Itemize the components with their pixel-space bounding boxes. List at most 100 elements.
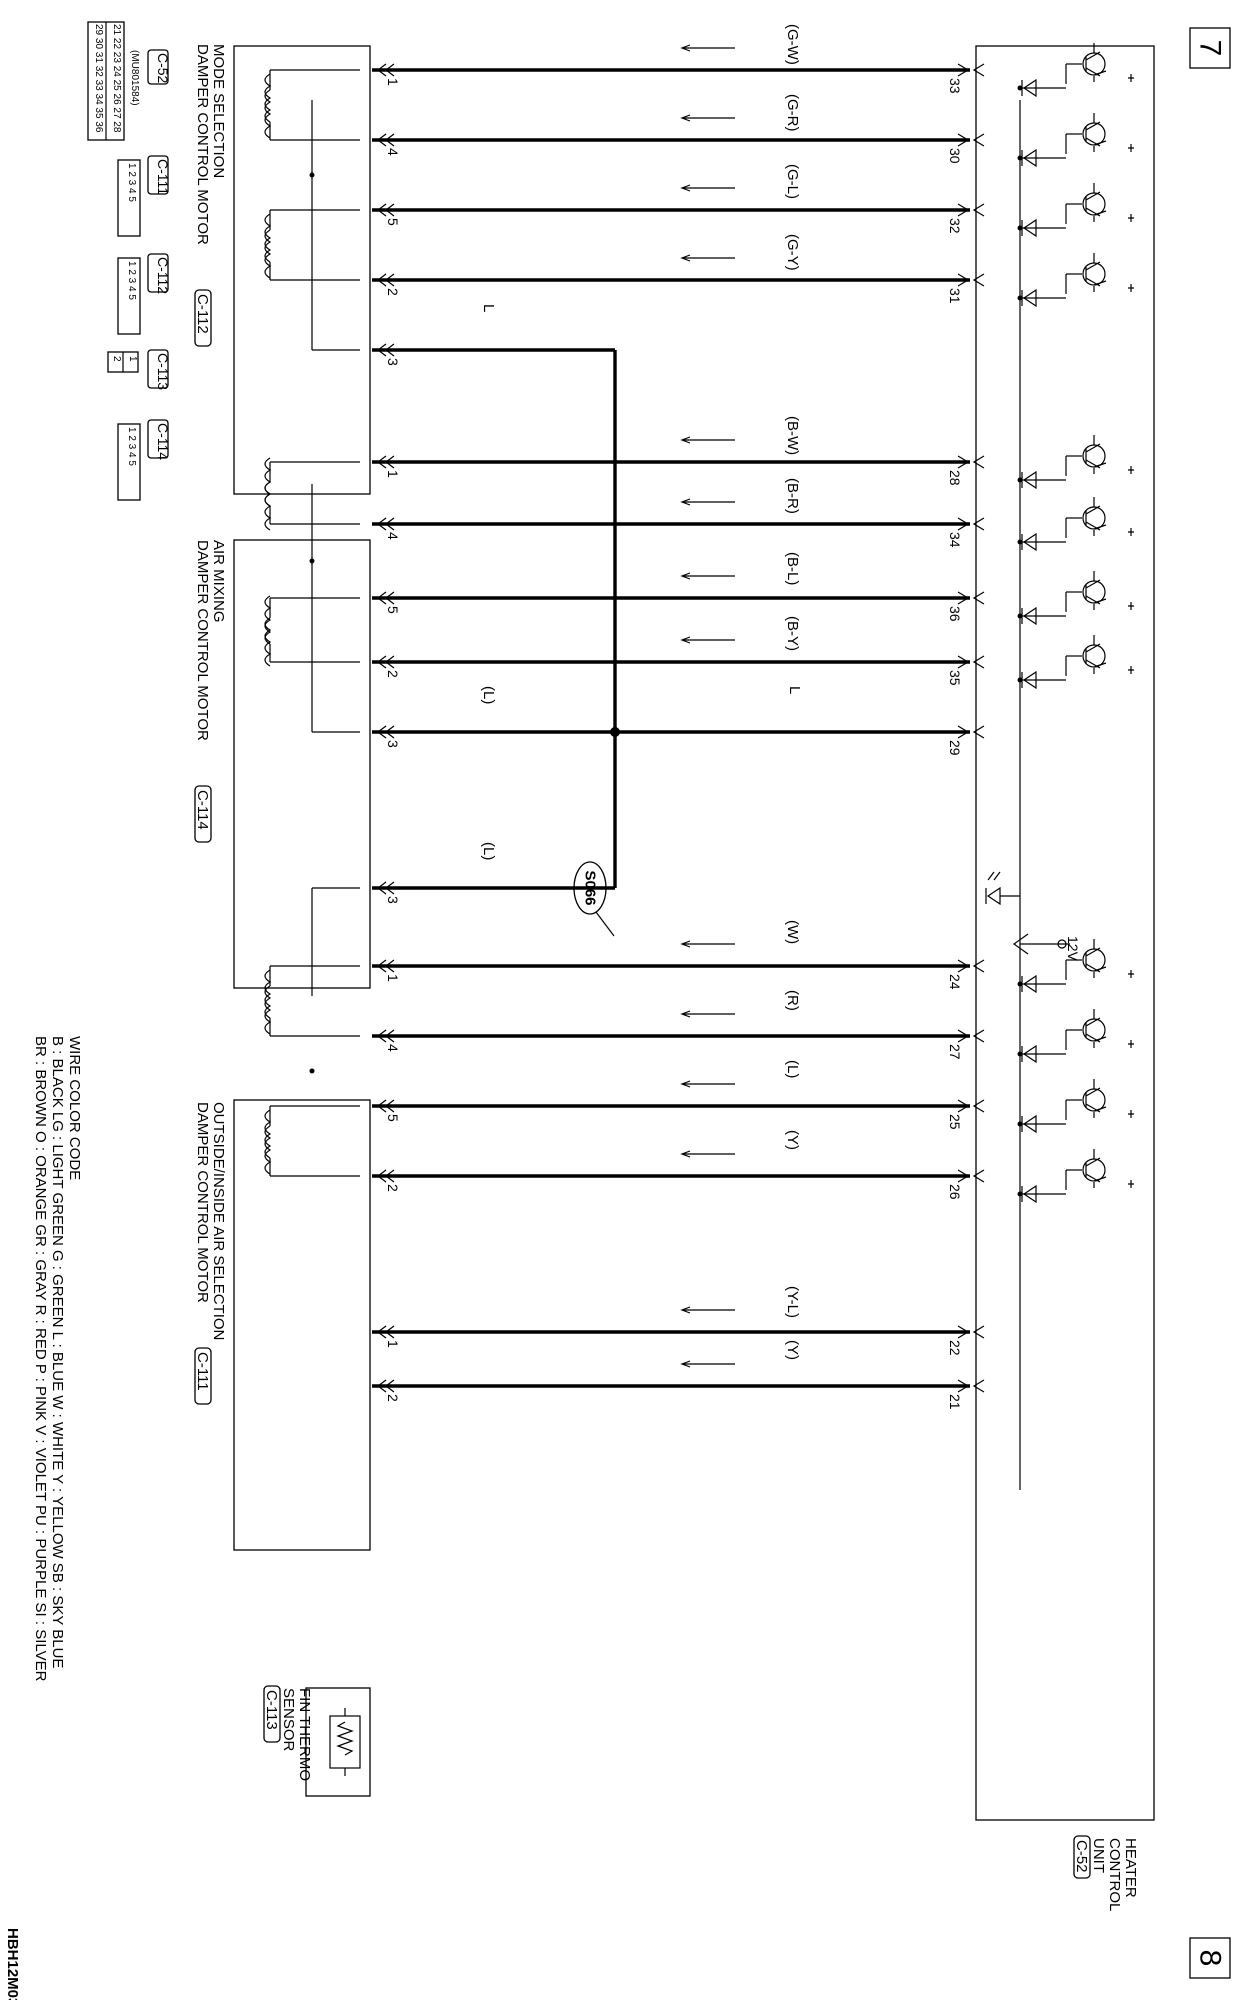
- wire-color-label: (G-L): [784, 164, 801, 199]
- device-pin-label: 2: [385, 670, 401, 678]
- wire-12: 241(W): [372, 920, 985, 990]
- unit-pin-label: 32: [947, 218, 963, 234]
- current-arrow: [680, 1010, 735, 1018]
- wire-color-label: (Y): [784, 1130, 801, 1150]
- wire-color-code-title: WIRE COLOR CODE: [66, 1036, 83, 1180]
- motor-coil-3: [264, 887, 360, 1177]
- wire-1: 331(G-W): [372, 24, 985, 94]
- ref-c113-pin2: 2: [111, 356, 122, 362]
- device-pin-label: 2: [385, 1184, 401, 1192]
- device-pin-label: 5: [385, 606, 401, 614]
- wire-color-label: L: [480, 304, 497, 312]
- outside-motor-label: OUTSIDE/INSIDE AIR SELECTION DAMPER CONT…: [194, 1102, 227, 1405]
- driver-stage-10: [1017, 1009, 1134, 1064]
- coil-winding: [264, 229, 272, 279]
- ref-c113-pin1: 1: [127, 356, 138, 362]
- ground-mark: [1128, 1040, 1134, 1048]
- ground-mark: [1128, 602, 1134, 610]
- ref-c114-label: C-114: [155, 423, 171, 460]
- unit-terminal-mark: [957, 959, 970, 973]
- driver-stage-1: [1017, 43, 1134, 98]
- wire-color-label: (L): [784, 1060, 801, 1078]
- wire-2: 304(G-R): [372, 94, 985, 164]
- wire-3: 325(G-L): [372, 164, 985, 234]
- motor-coil-1: [264, 69, 360, 351]
- ref-c52-row1: 21 22 23 24 25 26 27 28: [111, 24, 122, 133]
- device-terminal-mark: [377, 1169, 395, 1183]
- outside-motor-name-1: OUTSIDE/INSIDE AIR SELECTION: [210, 1102, 227, 1340]
- device-terminal-mark: [377, 1379, 395, 1393]
- unit-input-mark: [972, 1099, 985, 1113]
- diagram-code: HBH12M03DF: [4, 1928, 21, 2000]
- wire-color-label: (G-W): [784, 24, 801, 65]
- fin-thermo-resistor: [329, 1708, 361, 1776]
- unit-name-line-3: UNIT: [1090, 1838, 1107, 1873]
- device-terminal-mark: [377, 655, 395, 669]
- unit-pin-label: 36: [947, 606, 963, 622]
- unit-terminal-mark: [957, 63, 970, 77]
- air-motor-name-1: AIR MIXING: [210, 540, 227, 623]
- current-arrow: [680, 114, 735, 122]
- wire-color-label: (B-L): [784, 552, 801, 585]
- driver-stage-8: [1017, 635, 1134, 690]
- unit-circuit-group: [985, 43, 1134, 1204]
- unit-terminal-mark: [957, 133, 970, 147]
- current-arrow: [680, 636, 735, 644]
- device-pin-label: 4: [385, 1044, 401, 1052]
- connector-c112-ref: C-112 1 2 3 4 5: [117, 253, 171, 335]
- unit-terminal-mark: [957, 1325, 970, 1339]
- ground-mark: [1128, 214, 1134, 222]
- wire-13: 274(R): [372, 990, 985, 1060]
- ref-c52-label: C-52: [155, 53, 171, 84]
- device-pin-label: 1: [385, 974, 401, 982]
- air-motor-name-2: DAMPER CONTROL MOTOR: [194, 540, 211, 741]
- wire-5: 3L: [372, 304, 615, 366]
- motor-coil-group: [264, 69, 360, 1177]
- wire-color-label: (G-Y): [784, 234, 801, 271]
- wire-color-label: (B-W): [784, 416, 801, 455]
- wire-color-label: (W): [784, 920, 801, 944]
- supply-12v-label: 12V: [1065, 936, 1081, 962]
- unit-pin-label: 31: [947, 288, 963, 304]
- connector-c52-ref: C-52 (MU801584) 21 22 23 24 25 26 27 28 …: [87, 21, 171, 141]
- mode-motor-name-1: MODE SELECTION: [210, 44, 227, 178]
- device-pin-label: 3: [385, 740, 401, 748]
- unit-input-mark: [972, 455, 985, 469]
- driver-stage-7: [1017, 571, 1134, 626]
- ground-mark: [1128, 284, 1134, 292]
- device-terminal-mark: [377, 517, 395, 531]
- fin-sensor-name-1: FIN THERMO: [296, 1688, 313, 1781]
- page-marker-left: 7: [1189, 27, 1231, 69]
- unit-pin-label: 26: [947, 1184, 963, 1200]
- current-arrow: [680, 1150, 735, 1158]
- device-terminal-mark: [377, 203, 395, 217]
- unit-input-mark: [972, 591, 985, 605]
- coil-winding: [264, 985, 272, 1035]
- unit-terminal-mark: [957, 273, 970, 287]
- unit-pin-label: 25: [947, 1114, 963, 1130]
- unit-terminal-mark: [957, 1379, 970, 1393]
- device-pin-label: 4: [385, 148, 401, 156]
- ref-c52-part: (MU801584): [129, 50, 140, 106]
- fin-sensor-name-2: SENSOR: [280, 1688, 297, 1752]
- wire-15: 26 2 (Y): [372, 1130, 985, 1200]
- device-pin-label: 1: [385, 1340, 401, 1348]
- device-pin-label: 4: [385, 532, 401, 540]
- driver-stage-9: [1017, 939, 1134, 994]
- heater-control-unit-box: [975, 45, 1155, 1821]
- unit-input-mark: [972, 517, 985, 531]
- wire-color-code-line1: B : BLACK LG : LIGHT GREEN G : GREEN L :…: [49, 1036, 66, 1668]
- device-terminal-mark: [377, 959, 395, 973]
- mode-motor-box: [233, 45, 371, 495]
- air-motor-label: AIR MIXING DAMPER CONTROL MOTOR C-114: [194, 540, 227, 843]
- unit-terminal-mark: [957, 455, 970, 469]
- unit-terminal-mark: [957, 1169, 970, 1183]
- current-arrow: [680, 44, 735, 52]
- unit-terminal-mark: [957, 1099, 970, 1113]
- wire-color-label: (L): [480, 842, 497, 860]
- device-terminal-mark: [377, 1029, 395, 1043]
- unit-input-mark: [972, 1379, 985, 1393]
- unit-input-mark: [972, 1325, 985, 1339]
- device-pin-label: 1: [385, 470, 401, 478]
- wire-color-label: (R): [784, 990, 801, 1011]
